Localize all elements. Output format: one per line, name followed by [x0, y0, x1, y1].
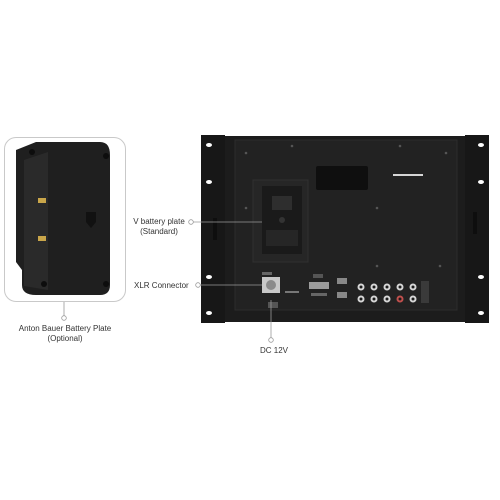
anton-bauer-plate-image	[16, 142, 110, 295]
v-battery-plate-title: V battery plate	[133, 217, 185, 226]
anton-bauer-label: Anton Bauer Battery Plate (Optional)	[14, 324, 116, 344]
monitor-rear-view	[201, 135, 489, 323]
callout-dots	[61, 219, 274, 343]
anton-bauer-subtitle: (Optional)	[47, 334, 83, 343]
xlr-connector-label: XLR Connector	[134, 281, 189, 290]
v-battery-plate-label: V battery plate (Standard)	[132, 217, 186, 237]
callout-lines	[63, 221, 272, 340]
v-battery-plate-subtitle: (Standard)	[140, 227, 178, 236]
anton-bauer-title: Anton Bauer Battery Plate	[18, 324, 112, 333]
dc-12v-label: DC 12V	[260, 346, 289, 355]
